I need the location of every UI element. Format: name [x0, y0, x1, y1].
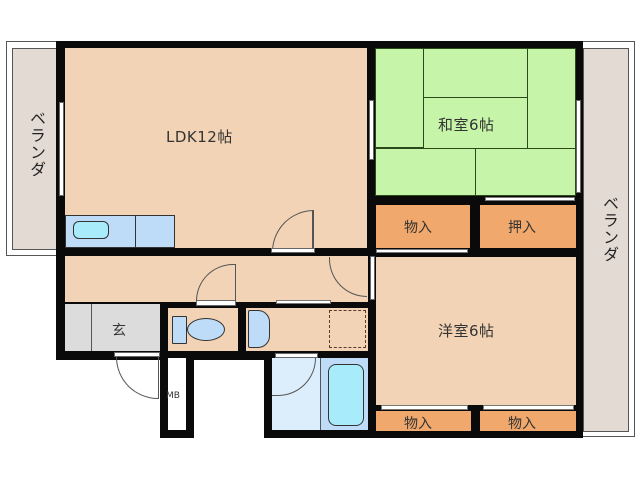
entrance — [65, 304, 160, 351]
storage-mono-lower-left — [376, 411, 471, 431]
room-youshitsu-label: 洋室6帖 — [438, 322, 495, 340]
room-ldk-label: LDK12帖 — [166, 128, 233, 146]
washroom-sliding-door[interactable] — [276, 300, 331, 304]
meter-box-label: MB — [166, 391, 180, 401]
room-washitsu-label: 和室6帖 — [438, 116, 495, 134]
oshiire-sliding-door[interactable] — [485, 197, 575, 201]
veranda-right — [583, 48, 629, 432]
tatami-mat — [375, 148, 476, 196]
veranda-left-label: ベランダ — [27, 110, 46, 178]
mono-lower-right-sliding-door[interactable] — [483, 405, 574, 410]
tatami-mat — [423, 97, 528, 149]
toilet-bowl-icon — [187, 318, 225, 341]
front-door-opening — [114, 352, 160, 357]
mono-upper-sliding-door[interactable] — [376, 249, 468, 253]
tatami-mat — [423, 48, 528, 98]
mono-lower-left-sliding-door[interactable] — [381, 405, 468, 410]
storage-mono-lower-right-label: 物入 — [508, 416, 536, 432]
tatami-mat — [475, 148, 576, 196]
room-youshitsu — [376, 257, 576, 405]
entrance-label: 玄 — [112, 323, 126, 339]
kitchen-counter — [65, 215, 175, 248]
tatami-mat — [375, 48, 424, 148]
room-ldk — [65, 48, 367, 248]
kitchen-sink-icon — [73, 221, 109, 239]
kitchen-divider — [135, 215, 136, 248]
washitsu-window-right — [576, 100, 581, 193]
storage-mono-upper-label: 物入 — [404, 220, 432, 236]
tatami-mat — [527, 48, 576, 149]
toilet-tank-icon — [172, 316, 187, 344]
storage-mono-lower-left-label: 物入 — [404, 416, 432, 432]
storage-oshiire — [480, 205, 576, 248]
meter-box — [168, 358, 186, 430]
storage-oshiire-label: 押入 — [508, 220, 536, 236]
youshitsu-door-opening — [370, 256, 375, 300]
veranda-right-label: ベランダ — [600, 195, 619, 263]
storage-mono-upper — [376, 205, 470, 248]
ldk-door-opening — [271, 248, 315, 253]
washitsu-window-left — [369, 100, 374, 160]
ldk-window — [59, 102, 64, 196]
front-door-icon[interactable] — [116, 357, 159, 399]
veranda-left — [12, 48, 60, 250]
entrance-divider — [91, 304, 92, 351]
washbasin-icon — [248, 310, 270, 348]
washing-machine-pan-icon — [329, 310, 366, 348]
bathtub-icon — [328, 364, 364, 426]
storage-mono-lower-right — [480, 411, 576, 431]
